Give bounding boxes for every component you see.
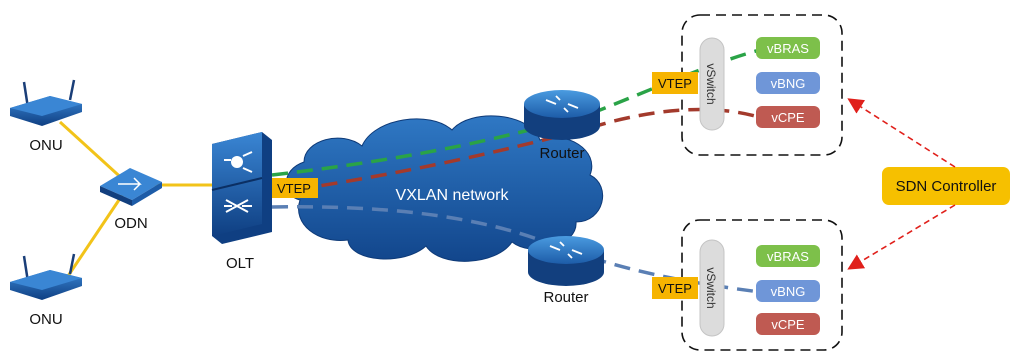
vtep-bottom-label: VTEP (658, 281, 692, 296)
router-icon-top (524, 90, 600, 140)
olt-label: OLT (226, 255, 254, 272)
control-arrow-bottom (847, 204, 956, 270)
odn-label: ODN (114, 215, 147, 232)
vtep-olt-label: VTEP (277, 181, 311, 196)
vnf-label: vBNG (771, 76, 806, 91)
vswitch-top: vSwitch (699, 37, 725, 131)
vnf-label: vCPE (771, 110, 805, 125)
onu-top-label: ONU (29, 137, 62, 154)
vtep-server-bottom: VTEP (652, 277, 698, 299)
olt-icon (211, 132, 272, 244)
onu-icon-top (10, 79, 82, 126)
router-bottom-label: Router (543, 289, 588, 306)
vnf-vbras-top: vBRAS (756, 37, 820, 59)
vxlan-cloud: VXLAN network (285, 115, 604, 262)
control-arrow-top (847, 98, 956, 168)
sdn-controller: SDN Controller (882, 167, 1010, 205)
router-top-label: Router (539, 145, 584, 162)
vswitch-bottom-label: vSwitch (704, 267, 718, 308)
vswitch-bottom: vSwitch (699, 239, 725, 337)
vtep-server-top: VTEP (652, 72, 698, 94)
odn-icon (100, 168, 162, 206)
vnf-label: vBNG (771, 284, 806, 299)
vnf-label: vBRAS (767, 249, 809, 264)
vnf-vbng-bottom: vBNG (756, 280, 820, 302)
fiber-links (58, 120, 216, 289)
router-icon-bottom (528, 236, 604, 286)
onu-icon-bottom (10, 253, 82, 300)
vnf-vcpe-top: vCPE (756, 106, 820, 128)
fiber-onu-top-odn (58, 120, 129, 185)
vnf-vbras-bottom: vBRAS (756, 245, 820, 267)
vswitch-top-label: vSwitch (704, 63, 718, 104)
sdn-controller-label: SDN Controller (896, 178, 997, 195)
onu-bottom-label: ONU (29, 311, 62, 328)
vtep-top-label: VTEP (658, 76, 692, 91)
vnf-label: vCPE (771, 317, 805, 332)
vnf-vcpe-bottom: vCPE (756, 313, 820, 335)
cloud-label: VXLAN network (396, 187, 510, 204)
vnf-vbng-top: vBNG (756, 72, 820, 94)
vnf-label: vBRAS (767, 41, 809, 56)
vtep-olt: VTEP (270, 178, 318, 198)
